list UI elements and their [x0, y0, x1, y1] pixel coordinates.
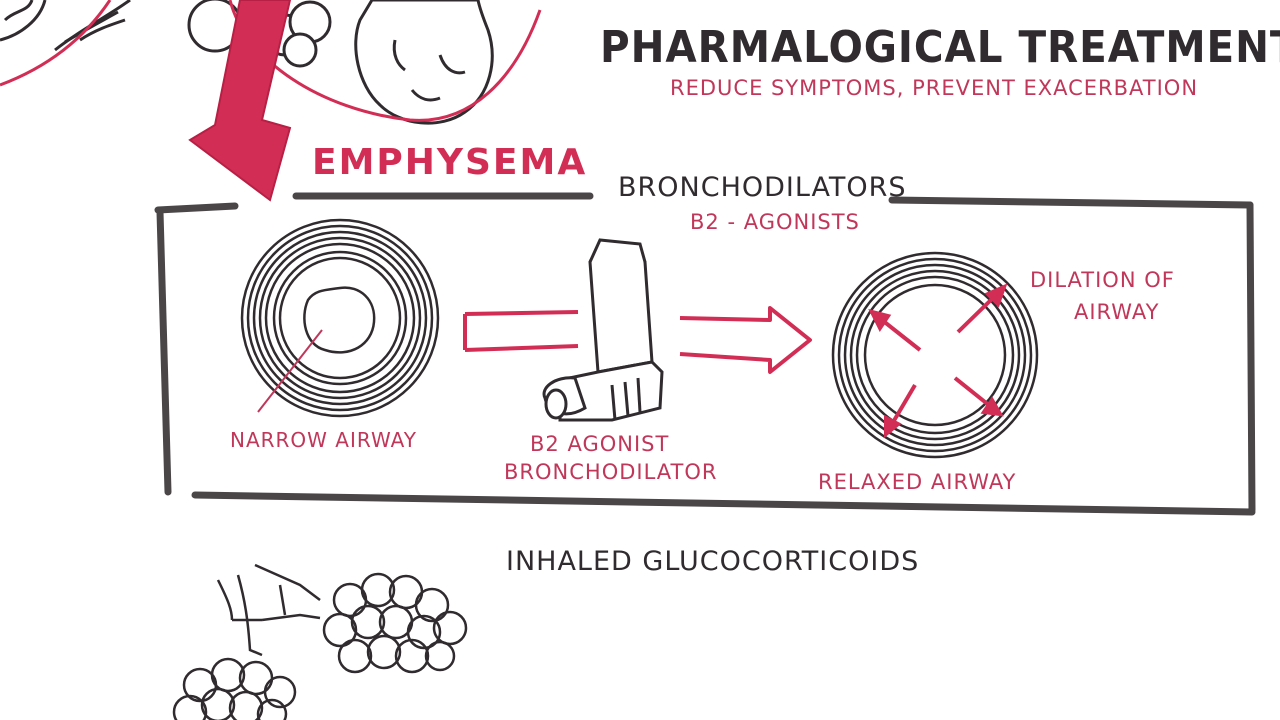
red-down-arrow-icon [188, 0, 292, 202]
dilation-label-line1: DILATION OF [1030, 268, 1175, 292]
page-title: PHARMALOGICAL TREATMENT [600, 22, 1280, 73]
narrow-airway-icon [240, 218, 440, 418]
page-subtitle: REDUCE SYMPTOMS, PREVENT EXACERBATION [670, 76, 1199, 100]
relaxed-airway-icon [831, 251, 1039, 459]
b2-agonists-subheading: B2 - AGONISTS [690, 210, 860, 234]
relaxed-airway-label: RELAXED AIRWAY [818, 470, 1017, 494]
bronchodilators-heading: BRONCHODILATORS [618, 172, 907, 203]
dilation-label-line2: AIRWAY [1074, 300, 1160, 324]
bronchodilators-frame [154, 192, 1256, 516]
inhaler-label-line2: BRONCHODILATOR [504, 460, 718, 484]
top-left-red-curve [0, 0, 112, 87]
narrow-airway-label: NARROW AIRWAY [230, 428, 418, 452]
hollow-arrow-icon [463, 310, 579, 352]
inhaler-icon [542, 238, 664, 422]
dilation-arrows-icon [868, 283, 1008, 439]
inhaled-glucocorticoids-heading: INHALED GLUCOCORTICOIDS [506, 546, 920, 577]
top-left-alveoli-icon [0, 0, 131, 52]
inhaler-label-line1: B2 AGONIST [530, 432, 670, 456]
output-arrow-icon [679, 306, 812, 374]
narrow-airway-pointer [257, 329, 323, 413]
emphysema-label: EMPHYSEMA [312, 142, 588, 183]
bronchi-alveoli-icon [172, 563, 468, 720]
alveoli-cluster-icon [187, 0, 494, 125]
